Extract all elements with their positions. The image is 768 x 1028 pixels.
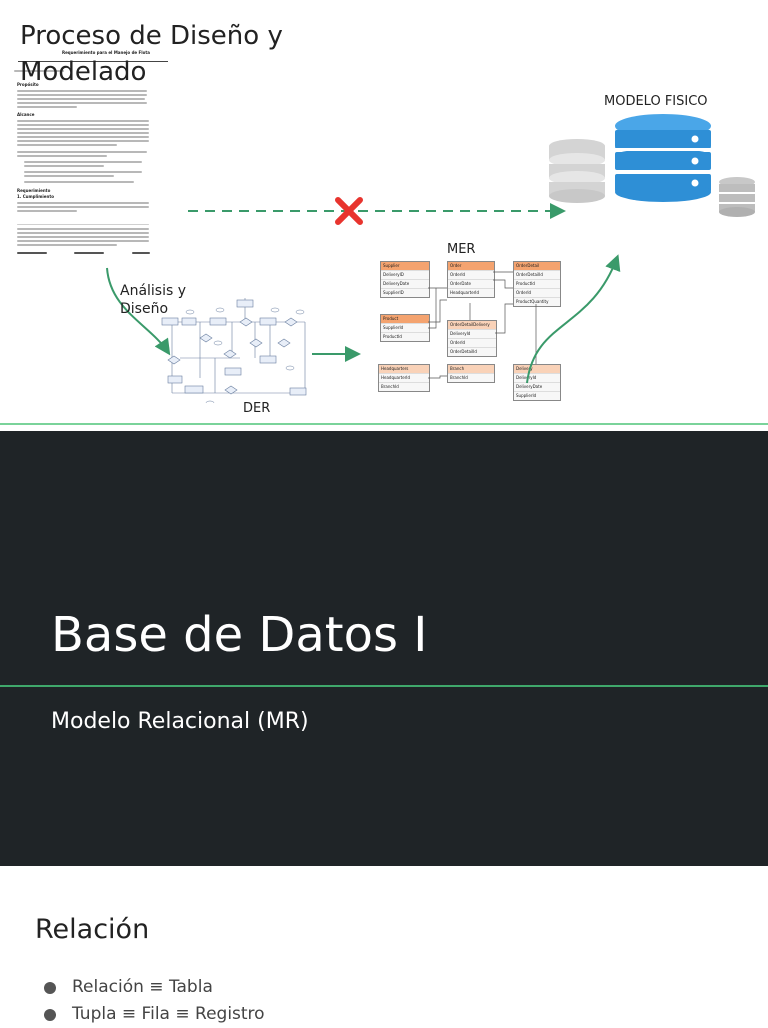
course-title: Base de Datos I (51, 607, 428, 663)
cross-icon (335, 197, 363, 225)
bullet-icon (44, 982, 56, 994)
mer-table-field: OrderDetailId (448, 347, 496, 356)
mer-table-field: OrderDate (448, 279, 494, 288)
mer-table-name: Delivery (514, 365, 560, 373)
mer-table-field: DeliveryId (448, 329, 496, 338)
bullet-list: Relación ≡ Tabla Tupla ≡ Fila ≡ Registro (44, 974, 265, 1028)
process-arrows (106, 197, 621, 384)
mer-table-field: OrderId (448, 338, 496, 347)
mer-table-name: Product (381, 315, 429, 323)
slide-title: Proceso de Diseño y Modelado (20, 21, 283, 87)
mer-table: Headquarters HeadquarterId BranchId (378, 364, 430, 392)
mer-table-name: Branch (448, 365, 494, 373)
mer-table-field: DeliveryDate (381, 279, 429, 288)
mer-table-name: Supplier (381, 262, 429, 270)
database-gray-left-icon (549, 139, 605, 203)
document-section: Propósito (17, 82, 39, 87)
requirements-document: Requerimiento para el Manejo de Flota Pr… (14, 48, 174, 260)
mer-table-field: ProductId (381, 332, 429, 341)
label-der: DER (243, 401, 271, 416)
arrow-mer-to-physical (526, 254, 621, 384)
mer-table-name: OrderDetail (514, 262, 560, 270)
document-section: Alcance (17, 112, 35, 117)
title-divider (0, 685, 768, 687)
mer-table-field: ProductQuantity (514, 297, 560, 306)
mer-diagram: Supplier DeliveryID DeliveryDate Supplie… (370, 258, 570, 403)
mer-table: Product SupplierId ProductId (380, 314, 430, 342)
mer-table: Delivery DeliveryId DeliveryDate Supplie… (513, 364, 561, 401)
mer-table-field: SupplierID (381, 288, 429, 297)
document-heading: Requerimiento para el Manejo de Flota (62, 50, 150, 55)
mer-table-field: HeadquarterId (448, 288, 494, 297)
mer-table-field: ProductId (514, 279, 560, 288)
mer-table: OrderDetailDelivery DeliveryId OrderId O… (447, 320, 497, 357)
mer-table-name: OrderDetailDelivery (448, 321, 496, 329)
slide-divider (0, 423, 768, 425)
bullet-item: Tupla ≡ Fila ≡ Registro (44, 1001, 265, 1028)
mer-table-field: HeadquarterId (379, 373, 429, 382)
label-mer: MER (447, 242, 476, 257)
section-title: Relación (35, 914, 150, 945)
bullet-item: Relación ≡ Tabla (44, 974, 265, 1001)
mer-table-field: BranchId (448, 373, 494, 382)
arrow-analysis (106, 267, 171, 356)
mer-table-name: Order (448, 262, 494, 270)
mer-table-field: DeliveryID (381, 270, 429, 279)
mer-table-field: BranchId (379, 382, 429, 391)
course-subtitle: Modelo Relacional (MR) (51, 709, 309, 734)
mer-table: Order OrderId OrderDate HeadquarterId (447, 261, 495, 298)
mer-table-field: SupplierId (381, 323, 429, 332)
document-section: Requerimiento (17, 188, 51, 193)
mer-table: Branch BranchId (447, 364, 495, 383)
bullet-icon (44, 1009, 56, 1021)
mer-table-field: OrderId (514, 288, 560, 297)
mer-table-field: DeliveryId (514, 373, 560, 382)
title-underline (18, 61, 168, 62)
mer-table-field: OrderId (448, 270, 494, 279)
database-icon (549, 114, 755, 217)
mer-table: Supplier DeliveryID DeliveryDate Supplie… (380, 261, 430, 298)
database-blue-icon (615, 114, 711, 202)
label-physical-model: MODELO FISICO (604, 94, 708, 109)
slide-relation: Relación Relación ≡ Tabla Tupla ≡ Fila ≡… (0, 866, 768, 1024)
mer-table-field: OrderDetailId (514, 270, 560, 279)
mer-table-name: Headquarters (379, 365, 429, 373)
mer-table: OrderDetail OrderDetailId ProductId Orde… (513, 261, 561, 307)
database-gray-right-icon (719, 177, 755, 217)
mer-table-field: DeliveryDate (514, 382, 560, 391)
mer-table-field: SupplierId (514, 391, 560, 400)
document-section: 1. Cumplimiento (17, 194, 55, 199)
slide-process: Requerimiento para el Manejo de Flota Pr… (0, 0, 768, 425)
label-analysis: Análisis y Diseño (120, 283, 187, 317)
bullet-text: Relación ≡ Tabla (72, 977, 213, 997)
slide-title-card: Base de Datos I Modelo Relacional (MR) (0, 431, 768, 866)
bullet-text: Tupla ≡ Fila ≡ Registro (72, 1004, 265, 1024)
